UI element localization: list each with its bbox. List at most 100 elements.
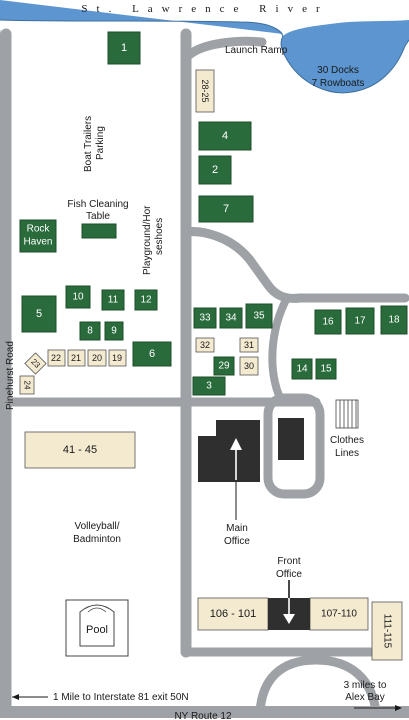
cabin-18-label: 18 xyxy=(388,315,400,326)
site-30[interactable] xyxy=(239,356,259,376)
volleyball-label: Volleyball/ xyxy=(74,521,119,532)
cabin-2-label: 2 xyxy=(212,164,218,176)
clothes-lines-icon xyxy=(335,399,359,429)
site-106-101[interactable] xyxy=(197,597,269,631)
cabin-8-label: 8 xyxy=(87,326,93,337)
site-22-label: 22 xyxy=(51,353,61,363)
site-23[interactable] xyxy=(24,352,47,375)
campsites: 28-25 32 31 30 22 21 20 19 23 24 41 - 45… xyxy=(19,69,403,661)
cabin-rock-haven[interactable] xyxy=(19,219,57,253)
direction-right-arrow xyxy=(354,705,402,711)
main-office-label-2: Office xyxy=(224,536,250,547)
cabin-4-label: 4 xyxy=(222,130,228,142)
rock-haven-label-2: Haven xyxy=(24,237,53,248)
pool-area: Pool xyxy=(65,599,129,657)
cabin-11[interactable] xyxy=(101,289,125,311)
main-office-building[interactable] xyxy=(198,420,260,482)
cabin-1[interactable] xyxy=(107,31,141,65)
site-28-25[interactable] xyxy=(195,69,215,113)
cabin-17-label: 17 xyxy=(354,316,366,327)
site-41-45-label: 41 - 45 xyxy=(63,444,97,456)
cabin-1-label: 1 xyxy=(121,42,127,54)
cabin-3-label: 3 xyxy=(206,381,212,392)
playground-label: Playground/Hor xyxy=(142,205,153,275)
site-21-label: 21 xyxy=(71,353,81,363)
site-41-45[interactable] xyxy=(24,431,136,469)
cabin-8[interactable] xyxy=(79,321,101,341)
cabin-14[interactable] xyxy=(291,358,313,380)
site-21[interactable] xyxy=(67,349,86,367)
river-water xyxy=(0,0,409,93)
horseshoes-label: seshoes xyxy=(154,218,165,255)
site-30-label: 30 xyxy=(244,361,254,371)
site-32[interactable] xyxy=(195,337,215,353)
road-west-spur xyxy=(181,227,255,265)
site-107-110-label: 107-110 xyxy=(321,609,357,620)
front-office-label-1: Front xyxy=(277,556,301,567)
road-launch-ramp-loop xyxy=(181,36,267,63)
cabin-10[interactable] xyxy=(65,285,91,309)
cabin-34[interactable] xyxy=(219,307,243,329)
pool-icon xyxy=(79,604,115,647)
boat-trailers-parking-label: Parking xyxy=(95,126,106,160)
cabin-15[interactable] xyxy=(315,358,337,380)
cabin-2[interactable] xyxy=(198,155,232,185)
cabin-3[interactable] xyxy=(192,376,226,396)
cabin-5-label: 5 xyxy=(36,308,42,320)
site-31[interactable] xyxy=(239,337,259,353)
road-east-loop xyxy=(245,255,409,303)
launch-ramp-label: Launch Ramp xyxy=(225,45,288,56)
cabin-33-label: 33 xyxy=(199,313,211,324)
pool-steps-icon xyxy=(87,607,107,613)
site-24[interactable] xyxy=(19,375,35,395)
pinehurst-road-label: Pinehurst Road xyxy=(5,341,16,410)
cabin-6[interactable] xyxy=(132,341,172,367)
site-111-115[interactable] xyxy=(371,601,403,661)
rowboats-label: 7 Rowboats xyxy=(312,78,365,89)
cabin-4[interactable] xyxy=(198,121,252,151)
cabin-17[interactable] xyxy=(345,307,375,335)
river-shore xyxy=(0,19,409,94)
road-east-arc xyxy=(268,294,291,402)
cabin-35-label: 35 xyxy=(253,311,265,322)
cabin-7[interactable] xyxy=(198,195,254,223)
cabin-33[interactable] xyxy=(193,307,217,329)
site-28-25-label: 28-25 xyxy=(200,79,210,102)
site-20[interactable] xyxy=(87,349,107,367)
cabin-29-label: 29 xyxy=(218,361,230,372)
cabin-14-label: 14 xyxy=(296,364,308,375)
main-office-arrow xyxy=(230,438,242,480)
cabin-9-label: 9 xyxy=(111,326,117,337)
river-label: St. Lawrence River xyxy=(81,3,328,15)
cabin-35[interactable] xyxy=(245,303,273,329)
cabin-5[interactable] xyxy=(21,295,57,333)
fish-cleaning-table-label: Table xyxy=(86,211,110,222)
site-19[interactable] xyxy=(108,349,127,367)
cabin-29[interactable] xyxy=(213,356,235,376)
direction-left-arrow xyxy=(12,694,48,700)
docks-label: 30 Docks xyxy=(317,65,359,76)
front-office-arrow xyxy=(283,580,295,624)
main-office-label-1: Main xyxy=(226,523,248,534)
site-31-label: 31 xyxy=(244,340,254,350)
cabin-11-label: 11 xyxy=(108,295,119,306)
cabin-16[interactable] xyxy=(314,309,342,335)
site-107-110[interactable] xyxy=(309,597,369,631)
cabin-15-label: 15 xyxy=(320,364,332,375)
site-111-115-label: 111-115 xyxy=(382,614,393,649)
fish-cleaning-table xyxy=(81,223,117,239)
site-20-label: 20 xyxy=(92,353,102,363)
site-19-label: 19 xyxy=(112,353,122,363)
fish-cleaning-label: Fish Cleaning xyxy=(67,199,128,210)
cabin-12-label: 12 xyxy=(140,295,152,306)
cabin-6-label: 6 xyxy=(149,348,155,360)
cabin-12[interactable] xyxy=(134,289,158,311)
cabin-18[interactable] xyxy=(380,305,408,335)
site-106-101-label: 106 - 101 xyxy=(210,608,256,620)
clothes-label: Clothes xyxy=(330,435,364,446)
pool-label: Pool xyxy=(86,624,108,636)
road-office-loop xyxy=(263,393,325,499)
office-annex-building[interactable] xyxy=(278,418,304,460)
cabin-9[interactable] xyxy=(104,321,124,341)
site-22[interactable] xyxy=(47,349,66,367)
